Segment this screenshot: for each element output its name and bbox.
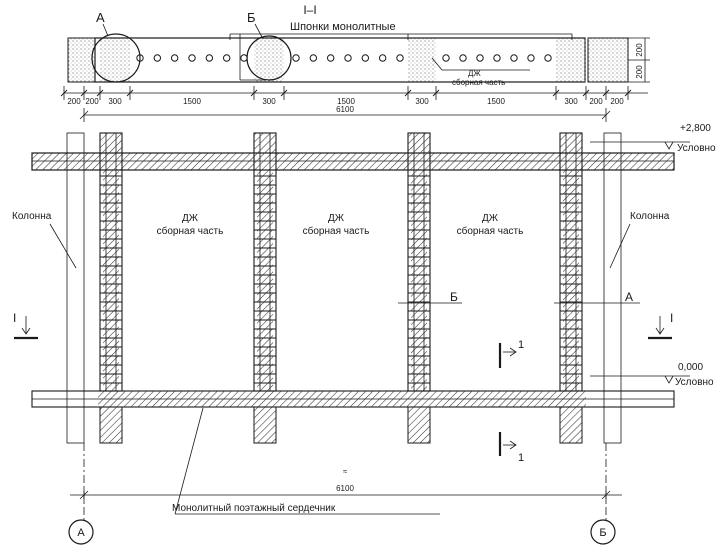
hollow-core [292,54,300,62]
axis-b-bubble [590,519,616,545]
vertical-core-2 [253,132,277,444]
cut-marker-1-top: 1 [498,339,524,368]
detail-a-label: А [625,290,633,304]
callout-b-label: Б [247,10,256,25]
hollow-core [309,54,318,62]
key-2 [254,38,284,82]
cut-marker-right: I [648,311,673,340]
hollow-core [459,54,467,62]
keys-label: Шпонки монолитные [290,21,396,33]
height-dim-bottom: 200 [635,65,644,79]
hollow-core [170,54,179,62]
callout-a-circle [91,33,141,83]
panel-2-line2: сборная часть [303,225,370,237]
svg-text:I: I [670,311,673,325]
break-mark-icon: ≈ [343,467,348,476]
section-precast-line2: сборная часть [452,78,505,87]
hollow-core [153,54,162,62]
core-label: Монолитный поэтажный сердечник [172,503,336,514]
column-right-outline [603,132,622,444]
dim-label: 300 [262,97,276,106]
hollow-core [240,54,248,62]
top-level-note: Условно [677,143,716,154]
hollow-core [326,54,335,62]
hollow-core [493,54,501,62]
dim-label: 1500 [183,97,201,106]
axis-a-bubble [68,519,94,545]
dim-label: 200 [610,97,624,106]
dim-label: 200 [67,97,81,106]
dim-label: 300 [108,97,122,106]
section-column-left [67,37,96,83]
hollow-core [476,54,484,62]
elevation-view: ДЖ сборная часть ДЖ сборная часть ДЖ сбо… [12,123,716,545]
panel-3-line2: сборная часть [457,225,524,237]
dim-label: 1500 [337,97,355,106]
section-overall-dim: 6100 [336,105,354,114]
column-left-label: Колонна [12,211,52,222]
svg-text:1: 1 [518,452,524,464]
dim-label: 200 [589,97,603,106]
key-4 [556,38,586,82]
vertical-core-3 [407,132,431,444]
panel-2-line1: ДЖ [328,213,345,224]
hollow-core [344,54,352,62]
section-precast-line1: ДЖ [468,69,481,78]
vertical-cores [99,132,583,444]
axis-a-label: А [77,527,85,539]
cut-marker-left: I [13,311,38,340]
hollow-core [396,54,404,62]
callout-b-circle [246,35,292,81]
height-dim-top: 200 [635,43,644,57]
hollow-core [544,54,552,62]
hollow-core [510,54,518,62]
hollow-core [442,54,450,62]
vertical-core-1 [99,132,123,444]
dim-label: 300 [415,97,429,106]
dimension-chain: 200 200 300 1500 300 1500 300 1500 300 200 200 [60,86,632,106]
vertical-core-4 [559,132,583,444]
section-title: I–I [303,3,316,17]
hollow-core [361,54,370,62]
column-right-label: Колонна [630,211,670,222]
section-column-right [587,37,629,83]
callout-a-label: А [96,10,105,25]
bottom-level-note: Условно [675,377,714,388]
hollow-cores [136,54,552,62]
top-beam [31,152,675,171]
svg-text:1: 1 [518,339,524,351]
panel-3-line1: ДЖ [482,213,499,224]
hollow-core [205,54,214,62]
hollow-core [527,54,535,62]
svg-text:I: I [13,311,16,325]
detail-b-label: Б [450,290,458,304]
dim-label: 1500 [487,97,505,106]
top-level-mark: +2,800 [680,123,711,134]
cut-marker-1-bottom: 1 [498,432,524,464]
hollow-core [222,54,231,62]
dim-label: 300 [564,97,578,106]
key-3 [408,38,436,82]
panel-1-line1: ДЖ [182,213,199,224]
hollow-core [188,54,196,62]
axis-b-label: Б [599,527,606,539]
panel-1-line2: сборная часть [157,225,224,237]
hollow-core [378,54,387,62]
column-left-outline [66,132,85,444]
bottom-overall-dim: 6100 [336,484,354,493]
bottom-level-mark: 0,000 [678,362,703,373]
key-1 [100,38,130,82]
dim-label: 200 [85,97,99,106]
section-view: I–I А Б Шпонки монолитные ДЖ сборная час… [60,3,650,122]
